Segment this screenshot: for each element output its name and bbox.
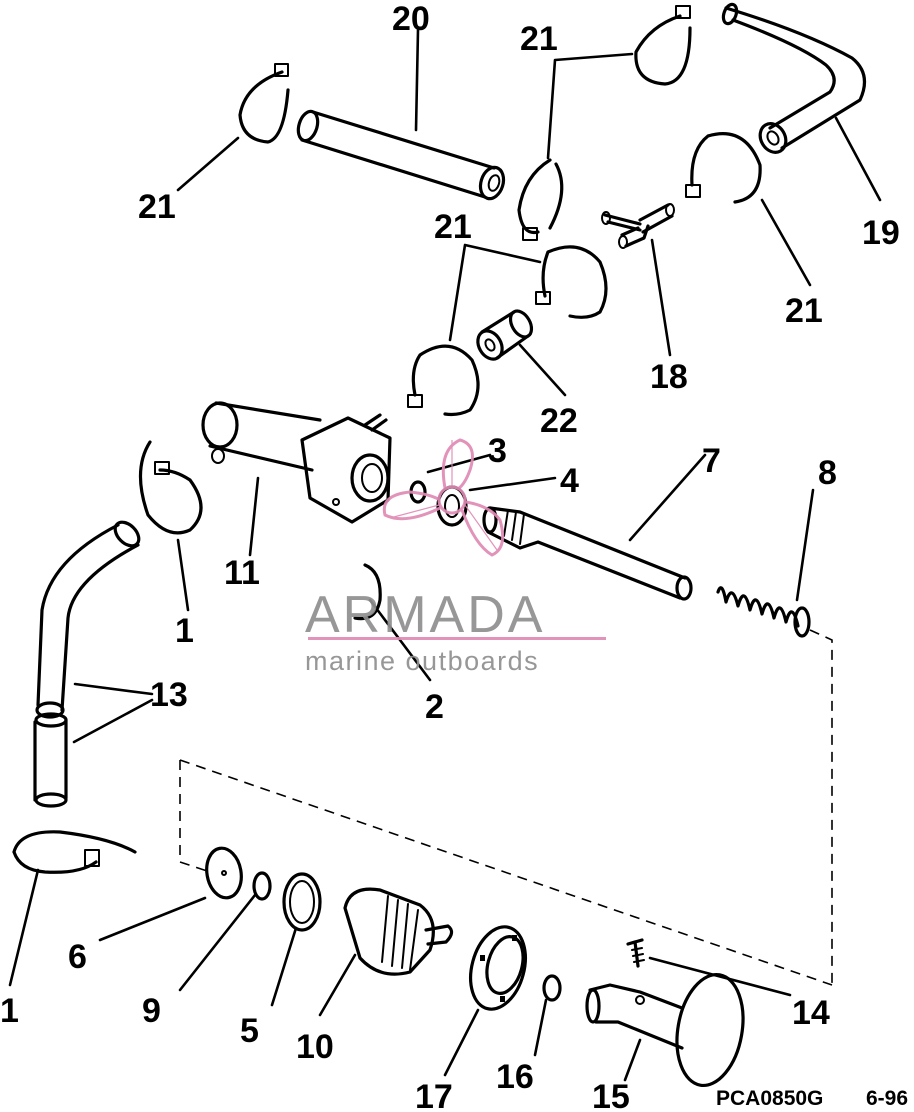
callout-14: 14 [792,994,830,1032]
part-21-clamp-e [535,245,608,319]
propeller-logo-icon [382,438,505,557]
callout-3: 3 [488,432,507,470]
part-11-housing [201,401,392,524]
part-21-clamp-c [634,5,692,86]
callout-21: 21 [434,208,472,246]
part-21-clamp-d [685,132,762,204]
drawing-code: PCA0850G [716,1087,823,1110]
callout-9: 10 [296,1028,334,1066]
part-19-hose [721,2,867,154]
callout-4: 4 [560,462,579,500]
armada-watermark: ARMADA marine outboards [305,438,606,676]
watermark-brand: ARMADA [305,586,545,644]
part-9-valve-body [343,887,454,976]
part-22-sleeve [476,309,534,361]
part-8-spring [716,586,811,638]
part-17-retainer [469,925,527,1011]
callout-1: 1 [0,992,19,1030]
part-2-retaining-ring [353,563,382,621]
part-21-clamp-b [517,158,564,241]
part-14-screw [626,938,645,968]
callout-22: 22 [540,402,578,440]
leader-lines [8,28,882,1082]
callout-16: 16 [496,1058,534,1096]
callout-10: 9 [142,992,161,1030]
watermark-tagline: marine outboards [305,646,539,676]
callout-21: 21 [785,292,823,330]
part-1-clamp-lower [12,830,137,874]
part-21-clamp-a [238,63,290,144]
callout-5: 5 [240,1012,259,1050]
callout-13: 13 [150,676,188,714]
part-18-tee-fitting [601,203,675,249]
callout-21: 21 [138,188,176,226]
part-10-o-ring [252,871,272,901]
callout-6: 6 [68,938,87,976]
callout-21: 21 [520,20,558,58]
part-21-clamp-f [407,344,480,417]
callout-15: 15 [592,1078,630,1112]
part-20-hose [296,109,506,201]
revision-code: 6-96 [866,1087,908,1110]
assembly-guide-lines [179,629,833,986]
part-16-o-ring [542,974,562,1002]
callout-17: 17 [415,1078,453,1112]
callout-8: 8 [818,454,837,492]
part-7-shaft [482,506,693,601]
callout-18: 18 [650,358,688,396]
part-6-washer [205,846,243,900]
callout-19: 19 [862,214,900,252]
callout-2: 2 [425,688,444,726]
callout-11: 11 [224,554,260,592]
watermark-underline [308,637,606,640]
part-1-clamp-upper [138,440,203,535]
part-13-hose [33,520,141,808]
part-5-seal-ring [282,872,322,932]
callout-7: 7 [702,442,721,480]
part-15-plunger [585,972,745,1088]
callout-20: 20 [392,0,430,38]
callout-1: 1 [175,612,194,650]
